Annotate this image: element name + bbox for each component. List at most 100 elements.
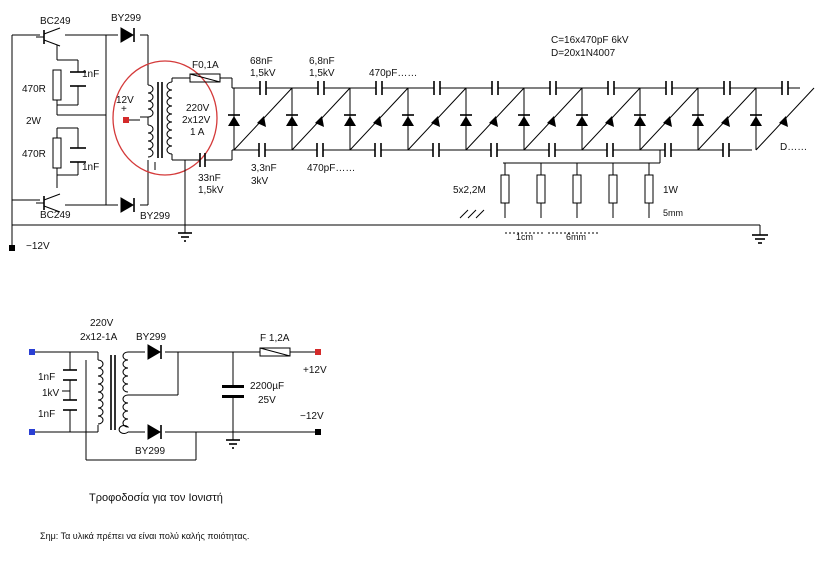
label-multiplier-end: D…… (780, 142, 807, 153)
psu-input-terminal-bottom[interactable] (29, 429, 35, 435)
label-transformer-220v: 220V (186, 103, 210, 114)
emitter-resistor (608, 174, 618, 204)
psu-diode-bottom (147, 424, 162, 440)
multiplier-rails (232, 87, 800, 151)
multiplier-cap-top-gap (260, 82, 266, 94)
multiplier-diode-diagonal (315, 116, 324, 127)
label-12v-input: 12V (116, 95, 134, 106)
label-transformer-1a: 1 A (190, 127, 205, 138)
emitter-resistor (536, 174, 546, 204)
label-psu-1nf-top: 1nF (38, 372, 55, 383)
label-33nf: 33nF (198, 173, 221, 184)
multiplier-diode-diagonal (257, 116, 266, 127)
multiplier-cap-bottom-gap (491, 144, 497, 156)
multiplier-cap-top-gap (608, 82, 614, 94)
psu-output-positive-terminal[interactable] (315, 349, 321, 355)
resistor-470r-top (52, 69, 62, 101)
diode-by299-top (120, 27, 135, 43)
multiplier-diode-vertical (228, 116, 240, 126)
multiplier-cap-bottom-gap (375, 144, 381, 156)
diode-by299-bottom (120, 197, 135, 213)
multiplier-diode-vertical (460, 116, 472, 126)
label-input-polarity: + (121, 104, 127, 115)
label-470pf-bottom: 470pF…… (307, 163, 355, 174)
resistor-470r-bottom (52, 137, 62, 169)
emitter-resistor (500, 174, 510, 204)
emitter-bus (503, 150, 661, 164)
label-5mm: 5mm (663, 208, 683, 218)
multiplier-diode-vertical (344, 116, 356, 126)
multiplier-diode-diagonal (373, 116, 382, 127)
label-5x2-2m: 5x2,2M (453, 185, 486, 196)
label-bc249-top: BC249 (40, 16, 71, 27)
label-psu-by299-bottom: BY299 (135, 446, 165, 457)
multiplier-diode-diagonal (721, 116, 730, 127)
multiplier-diode-diagonal (547, 116, 556, 127)
emission-arrows (459, 209, 485, 219)
terminal-minus-12v[interactable] (9, 245, 15, 251)
label-2w: 2W (26, 116, 42, 127)
label-psu-2200uf: 2200µF (250, 381, 284, 392)
label-6mm: 6mm (566, 232, 586, 242)
label-psu-by299-top: BY299 (136, 332, 166, 343)
label-6-8nf-voltage: 1,5kV (309, 68, 335, 79)
multiplier-diode-vertical (286, 116, 298, 126)
emitter-resistor (644, 174, 654, 204)
multiplier-diode-diagonal (431, 116, 440, 127)
label-transformer-2x12v: 2x12V (182, 115, 211, 126)
label-33nf-voltage: 1,5kV (198, 185, 224, 196)
psu-fuse (259, 347, 291, 357)
multiplier-diode-diagonal (663, 116, 672, 127)
multiplier-cap-bottom-gap (607, 144, 613, 156)
ground-symbol-right (752, 234, 768, 244)
label-multiplier-caps: C=16x470pF 6kV (551, 35, 629, 46)
label-470r-top: 470R (22, 84, 46, 95)
label-psu-minus-12v: −12V (300, 411, 324, 422)
multiplier-cap-bottom-gap (665, 144, 671, 156)
multiplier-diode-vertical (692, 116, 704, 126)
transistor-bottom (36, 193, 61, 213)
multiplier-cap-top-gap (318, 82, 324, 94)
multiplier-cap-top-gap (492, 82, 498, 94)
multiplier-diode-vertical (634, 116, 646, 126)
psu-output-negative-terminal[interactable] (315, 429, 321, 435)
label-psu-25v: 25V (258, 395, 276, 406)
label-1nf-bottom: 1nF (82, 162, 99, 173)
emitter-resistor (572, 174, 582, 204)
label-multiplier-diodes: D=20x1N4007 (551, 48, 616, 59)
label-psu-fuse: F 1,2A (260, 333, 290, 344)
multiplier-cap-bottom-gap (259, 144, 265, 156)
emitter-resistors (500, 163, 654, 218)
label-by299-bottom: BY299 (140, 211, 170, 222)
ground-symbol-oscillator (178, 232, 192, 242)
multiplier-diode-vertical (402, 116, 414, 126)
multiplier-diode-diagonal (779, 116, 788, 127)
label-minus-12v: −12V (26, 241, 50, 252)
label-470r-bottom: 470R (22, 149, 46, 160)
multiplier-diode-vertical (750, 116, 762, 126)
label-psu-plus-12v: +12V (303, 365, 327, 376)
ground-line (185, 224, 761, 235)
highlight-circle (112, 60, 218, 176)
caption-power-supply: Τροφοδοσία για τον Ιονιστή (89, 492, 223, 504)
transformer-oscillator (140, 78, 173, 170)
label-68nf-voltage: 1,5kV (250, 68, 276, 79)
multiplier-cap-top-gap (550, 82, 556, 94)
multiplier-diode-diagonal (605, 116, 614, 127)
label-470pf-top: 470pF…… (369, 68, 417, 79)
capacitor-1nf-bottom (70, 147, 86, 163)
psu-wiring (32, 351, 315, 461)
multiplier-cap-bottom-gap (723, 144, 729, 156)
input-terminal-12v[interactable] (123, 117, 129, 123)
transistor-top (36, 27, 61, 47)
multiplier-cap-top-gap (666, 82, 672, 94)
psu-caps-1nf (63, 369, 77, 411)
multiplier-cap-top-gap (782, 82, 788, 94)
multiplier-cap-top-gap (376, 82, 382, 94)
capacitor-1nf-top (70, 71, 86, 87)
label-3-3nf-voltage: 3kV (251, 176, 269, 187)
psu-input-terminal-top[interactable] (29, 349, 35, 355)
label-3-3nf: 3,3nF (251, 163, 277, 174)
